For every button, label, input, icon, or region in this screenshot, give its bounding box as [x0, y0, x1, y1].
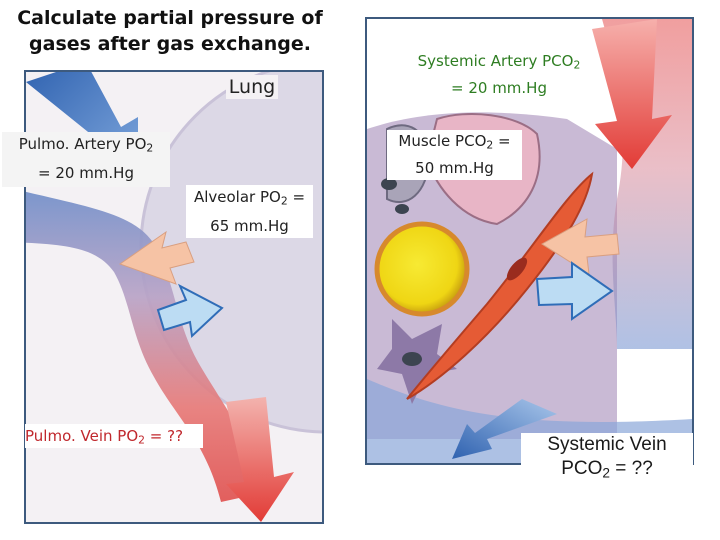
fibre-nucleus: [506, 257, 528, 281]
oxygen-diffusion-arrow: [541, 218, 620, 275]
lung-label: Lung: [226, 75, 278, 99]
blood-in-arrow: [592, 19, 672, 169]
cell-dot: [381, 178, 397, 190]
lung-illustration: [26, 72, 322, 522]
muscle-label: Muscle PCO2 = 50 mm.Hg: [387, 130, 522, 180]
title-line-1: Calculate partial pressure of: [17, 7, 323, 29]
pulmo-vein-label: Pulmo. Vein PO2 = ??: [25, 424, 203, 448]
cell-dot: [395, 204, 409, 214]
co2-diffusion-arrow: [535, 261, 614, 321]
cell-dot: [402, 352, 422, 366]
lung-panel: [24, 70, 324, 524]
fat-cell: [374, 221, 470, 317]
systemic-vein-label: Systemic Vein PCO2 = ??: [521, 433, 693, 485]
co2-diffusion-arrow: [156, 283, 224, 339]
title-line-2: gases after gas exchange.: [29, 33, 311, 55]
blood-out-arrow: [452, 399, 557, 459]
alveolar-label: Alveolar PO2 = 65 mm.Hg: [186, 185, 313, 238]
oxygen-diffusion-arrow: [118, 230, 195, 285]
blood-out-arrow: [226, 397, 294, 522]
slide-title: Calculate partial pressure of gases afte…: [0, 5, 340, 57]
systemic-artery-label: Systemic Artery PCO2 = 20 mm.Hg: [404, 50, 594, 100]
pulmo-artery-label: Pulmo. Artery PO2 = 20 mm.Hg: [2, 132, 170, 187]
pulmonary-capillary: [26, 191, 266, 502]
